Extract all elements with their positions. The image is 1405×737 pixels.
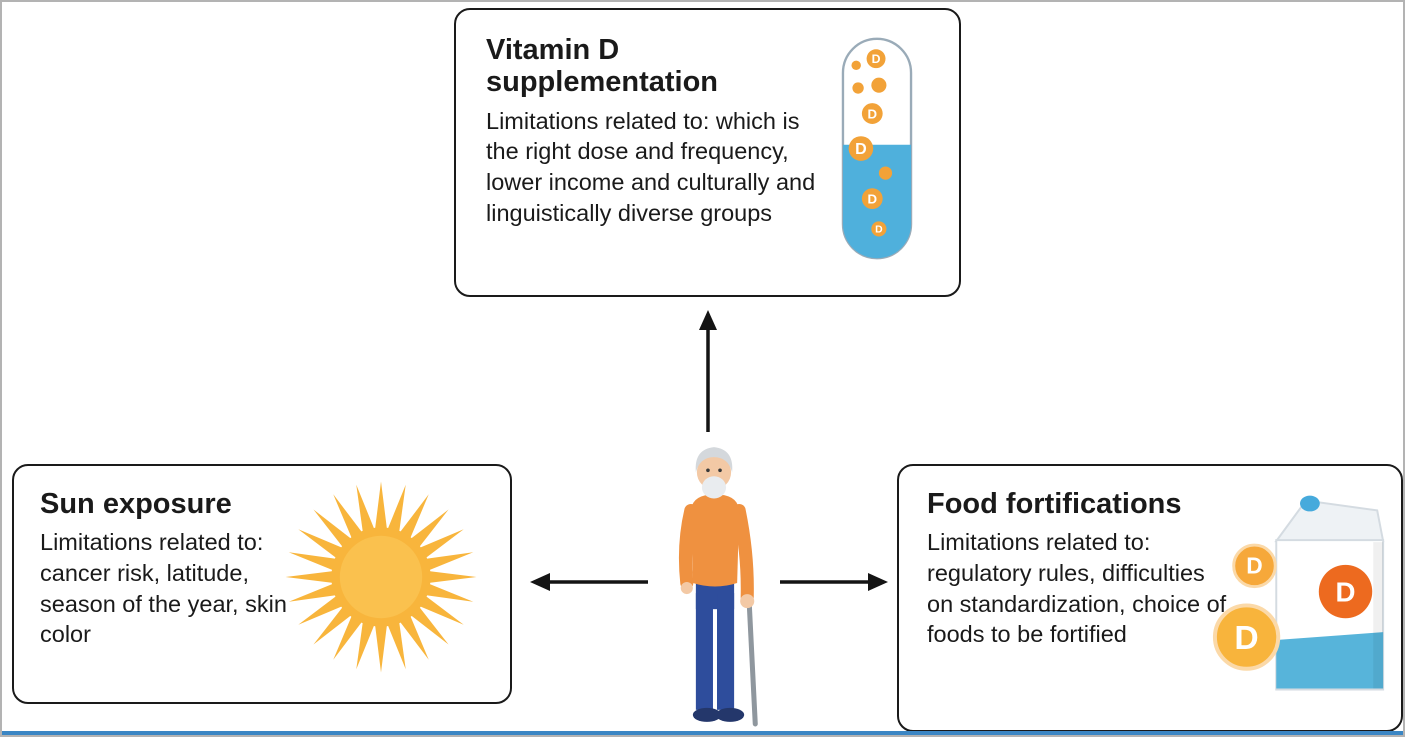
sweater: [690, 494, 740, 587]
eye: [718, 468, 722, 473]
arrow-right-icon: [780, 573, 888, 591]
d-badge-label: D: [1336, 576, 1356, 607]
sun-exposure-title: Sun exposure: [40, 488, 232, 520]
carton-d-label-badge: [1318, 564, 1373, 619]
hair: [695, 447, 733, 473]
sun-exposure-body: Limitations related to: cancer risk, lat…: [40, 529, 287, 648]
left-arm: [678, 503, 698, 590]
eye: [706, 468, 710, 473]
shoe: [692, 707, 722, 722]
hand: [680, 581, 693, 595]
figure-bottom-rule: [2, 731, 1403, 735]
sun-icon: [285, 481, 477, 673]
food-fortifications-title: Food fortifications: [927, 488, 1182, 520]
d-coin-label: D: [1234, 620, 1258, 657]
right-arm: [732, 503, 754, 604]
food-fortifications-body: Limitations related to: regulatory rules…: [927, 529, 1227, 648]
fortified-milk-carton-icon: D D D: [1212, 495, 1385, 691]
supplementation-title: Vitamin D supplementation: [486, 34, 719, 99]
arrow-up-icon: [699, 310, 717, 432]
supplementation-body: Limitations related to: which is the rig…: [486, 107, 816, 226]
hand: [740, 594, 755, 609]
sun-disc-inner: [339, 535, 423, 619]
shoe: [716, 707, 745, 722]
d-bubble-label: D: [867, 191, 877, 206]
d-bubble-label: D: [875, 225, 883, 236]
elderly-man-with-cane-icon: [678, 447, 758, 727]
d-bubble-label: D: [872, 52, 881, 66]
vitamin-d-coins: D D: [1212, 543, 1281, 671]
node-sun-exposure: Sun exposure Limitations related to: can…: [12, 464, 512, 704]
carton-cap: [1300, 495, 1320, 512]
beard: [701, 476, 727, 499]
d-coin-label: D: [1246, 553, 1262, 579]
cane: [746, 600, 758, 727]
d-bubble-label: D: [855, 140, 867, 158]
node-food-fortifications: Food fortifications Limitations related …: [897, 464, 1403, 732]
arrow-left-icon: [530, 573, 648, 591]
pants: [695, 578, 735, 710]
vitamin-d-bubbles: D D D D D: [848, 49, 893, 237]
vitamin-d-capsule-icon: D D D D D: [841, 37, 913, 260]
d-bubble-label: D: [867, 106, 877, 121]
node-vitamin-d-supplementation: Vitamin D supplementation Limitations re…: [454, 8, 961, 297]
milk-carton: D: [1274, 495, 1385, 691]
